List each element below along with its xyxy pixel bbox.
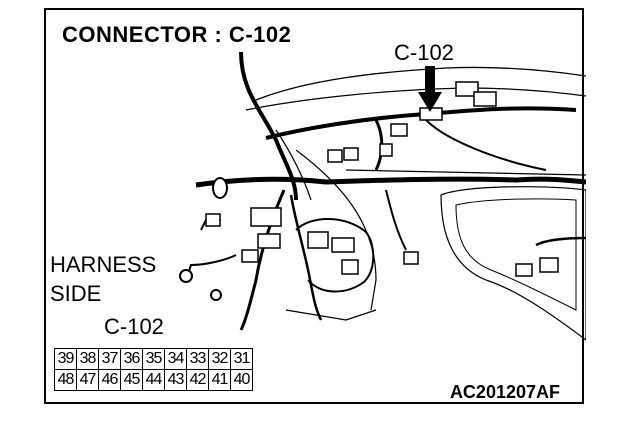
pin-cell: 32: [208, 348, 231, 370]
pin-cell: 37: [98, 348, 121, 370]
pin-cell: 42: [186, 369, 209, 391]
pin-cell: 34: [164, 348, 187, 370]
pin-cell: 36: [120, 348, 143, 370]
harness-side-label: HARNESS SIDE: [50, 250, 156, 308]
connector-pin-table: 39 38 37 36 35 34 33 32 31 48 47 46 45 4…: [54, 348, 253, 391]
page-title: CONNECTOR : C-102: [62, 22, 292, 47]
figure-code: AC201207AF: [449, 382, 560, 402]
pin-cell: 40: [230, 369, 253, 391]
callout-label: C-102: [394, 40, 454, 65]
connector-pin-label: C-102: [104, 314, 164, 339]
pin-cell: 41: [208, 369, 231, 391]
pin-cell: 45: [120, 369, 143, 391]
pin-cell: 47: [76, 369, 99, 391]
down-arrow-icon: [418, 66, 442, 112]
harness-label-line2: SIDE: [50, 281, 102, 306]
pin-cell: 48: [54, 369, 77, 391]
harness-label-line1: HARNESS: [50, 252, 157, 277]
pin-cell: 35: [142, 348, 165, 370]
pin-row-top: 39 38 37 36 35 34 33 32 31: [54, 348, 253, 370]
pin-cell: 39: [54, 348, 77, 370]
pin-row-bottom: 48 47 46 45 44 43 42 41 40: [54, 369, 253, 391]
pin-cell: 43: [164, 369, 187, 391]
pin-cell: 44: [142, 369, 165, 391]
pin-cell: 33: [186, 348, 209, 370]
pin-cell: 46: [98, 369, 121, 391]
pin-cell: 38: [76, 348, 99, 370]
diagram-frame: CONNECTOR : C-102 C-102 HARNESS SIDE C-1…: [44, 8, 586, 404]
pin-cell: 31: [230, 348, 253, 370]
dashboard-harness-illustration: [179, 51, 586, 341]
